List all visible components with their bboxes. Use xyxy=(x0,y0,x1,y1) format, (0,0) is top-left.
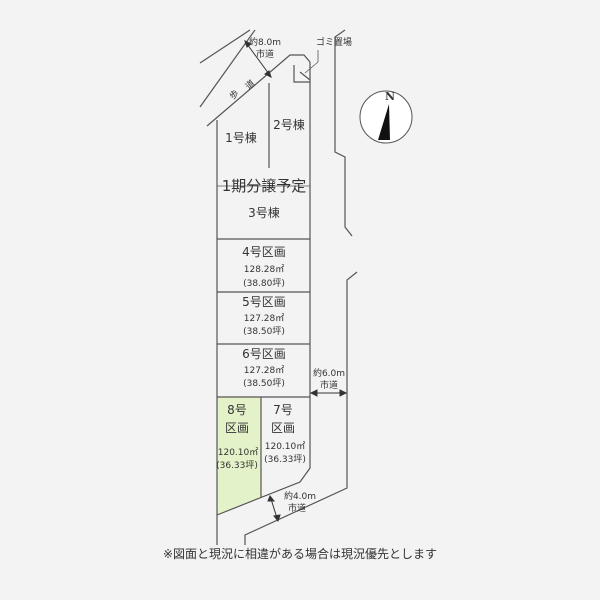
north-road-edge xyxy=(199,29,251,64)
sidewalk-label-1: 歩 xyxy=(227,87,242,102)
garbage-area-box xyxy=(293,65,311,83)
garbage-leader xyxy=(304,61,319,74)
garbage-area-label: ゴミ置場 xyxy=(316,36,352,48)
lot-5-tsubo: (38.50坪) xyxy=(243,326,285,337)
lot-outline xyxy=(216,62,311,545)
lot-8-name-2: 区画 xyxy=(225,421,249,435)
lot-4-tsubo: (38.80坪) xyxy=(243,278,285,289)
lot-8-tsubo: (36.33坪) xyxy=(216,460,258,471)
lot-7-area: 120.10㎡ xyxy=(265,441,306,452)
lot-6-area: 127.28㎡ xyxy=(244,365,285,376)
building-1-label: 1号棟 xyxy=(225,130,257,145)
building-3-label: 3号棟 xyxy=(248,205,280,220)
lot-7-name-1: 7号 xyxy=(273,403,293,417)
footnote: ※図面と現況に相違がある場合は現況優先とします xyxy=(163,546,437,561)
lot-5-name: 5号区画 xyxy=(242,295,286,309)
lot-8-area: 120.10㎡ xyxy=(218,447,259,458)
lot-7-name-2: 区画 xyxy=(271,421,295,435)
south-road-width: 約4.0m xyxy=(284,490,316,502)
east-road-width-arrow xyxy=(309,389,348,397)
compass-north-label: N xyxy=(385,90,395,103)
lot-4-name: 4号区画 xyxy=(242,245,286,259)
lot-5-area: 127.28㎡ xyxy=(244,313,285,324)
south-road-type: 市道 xyxy=(288,502,306,514)
north-road-width: 約8.0m xyxy=(249,36,281,48)
south-road-width-arrow xyxy=(267,495,281,523)
phase1-label: 1期分譲予定 xyxy=(222,177,307,195)
east-road-type: 市道 xyxy=(320,379,338,391)
north-road-width-arrow xyxy=(244,40,272,78)
building-2-label: 2号棟 xyxy=(273,117,305,132)
lot-7-tsubo: (36.33坪) xyxy=(264,454,306,465)
lot-8-highlight xyxy=(217,397,261,515)
sidewalk-label-2: 道 xyxy=(243,77,258,92)
east-road-edge-lower xyxy=(244,271,358,545)
lot-4-area: 128.28㎡ xyxy=(244,264,285,275)
east-road-width: 約6.0m xyxy=(313,367,345,379)
north-road-type: 市道 xyxy=(256,48,274,60)
compass-icon: N xyxy=(359,90,413,144)
lot-6-tsubo: (38.50坪) xyxy=(243,378,285,389)
sidewalk-inner-edge xyxy=(206,54,311,127)
lot-8-name-1: 8号 xyxy=(227,403,247,417)
east-road-edge-upper xyxy=(334,29,353,237)
lot-6-name: 6号区画 xyxy=(242,347,286,361)
